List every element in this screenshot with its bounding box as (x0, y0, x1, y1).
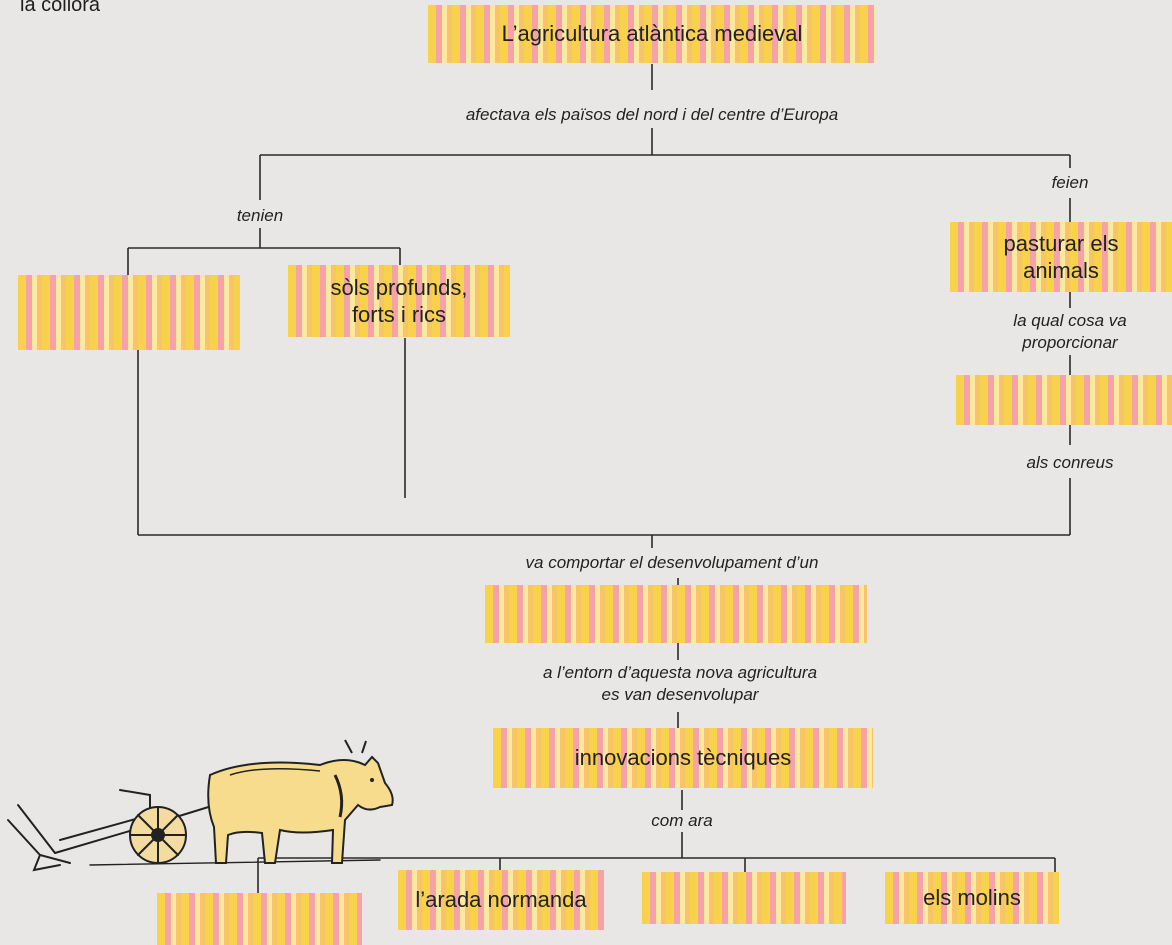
root-node: L’agricultura atlàntica medieval (428, 5, 876, 63)
blank-node-bottom-2 (642, 872, 846, 924)
label-which-provided: la qual cosa va proporcionar (1013, 311, 1127, 353)
label-to-teams: als conreus (1026, 453, 1114, 472)
blank-node-left (18, 275, 240, 350)
blank-node-center (485, 585, 867, 643)
blank-node-right (956, 375, 1172, 425)
page-fragment-text: la collora (20, 0, 101, 16)
soils-node-label: sòls profunds, forts i rics (330, 274, 468, 328)
label-around-this: a l’entorn d’aquesta nova agricultura es… (542, 663, 818, 705)
label-had: tenien (236, 206, 284, 225)
root-node-label: L’agricultura atlàntica medieval (501, 21, 803, 47)
blank-node-bottom-1 (157, 893, 362, 945)
label-affects: afectava els països del nord i del centr… (465, 105, 839, 124)
label-such-as: com ara (651, 811, 713, 830)
ox-plough-illustration (7, 739, 394, 872)
mills-node: els molins (885, 872, 1059, 924)
pasture-node: pasturar els animals (950, 222, 1172, 292)
plough-node: l’arada normanda (398, 870, 604, 930)
pasture-node-label: pasturar els animals (1003, 230, 1119, 284)
label-led-to: va comportar el desenvolupament d’un (525, 553, 819, 572)
label-did: feien (1051, 173, 1089, 192)
soils-node: sòls profunds, forts i rics (288, 265, 510, 337)
mills-node-label: els molins (923, 885, 1021, 911)
innovations-node-label: innovacions tècniques (574, 745, 792, 771)
innovations-node: innovacions tècniques (493, 728, 873, 788)
plough-node-label: l’arada normanda (415, 887, 587, 913)
